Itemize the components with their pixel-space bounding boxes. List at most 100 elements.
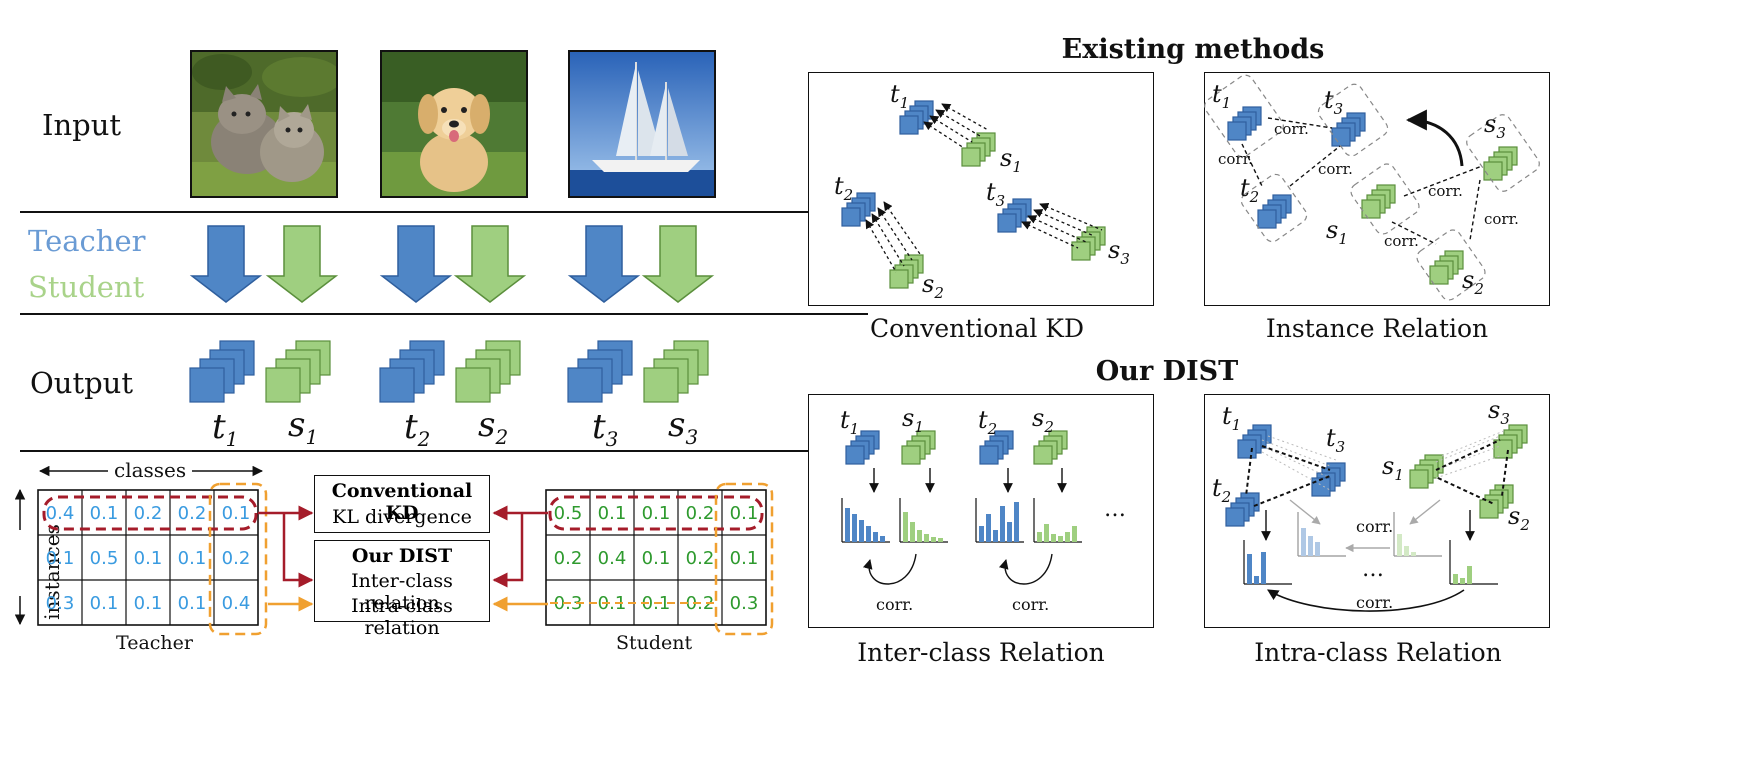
- instance-symbols: t1 t3 t2 s3 s1 s2: [1212, 80, 1506, 298]
- svg-text:s1: s1: [1000, 144, 1022, 176]
- our-dist-header: Our DIST: [1095, 356, 1239, 387]
- instance-corr-lines: [1241, 117, 1483, 245]
- matrix-cell: 0.2: [177, 503, 207, 524]
- histogram: [1033, 498, 1082, 543]
- matrix-cell: 0.2: [685, 548, 715, 569]
- matrix-cell: 0.3: [45, 593, 75, 614]
- output-symbols: t1 s1 t2 s2 t3 s3: [212, 405, 698, 451]
- svg-text:corr.: corr.: [1012, 595, 1049, 614]
- puppy-photo: [380, 50, 528, 198]
- teacher-output-stack: [189, 340, 255, 403]
- matrix-cell: 0.1: [597, 593, 627, 614]
- inter-symbols: t1 s1 t2 s2: [840, 404, 1054, 438]
- feature-stack: [1311, 462, 1346, 497]
- intra-dark-links: [1245, 439, 1509, 507]
- svg-text:s2: s2: [922, 270, 944, 302]
- dist-box-line2: Intra-class relation: [351, 595, 453, 639]
- divider-input: [20, 211, 868, 213]
- matrix-cell: 0.1: [45, 548, 75, 569]
- svg-text:corr.: corr.: [1218, 150, 1253, 168]
- our-dist-box: Our DIST Inter-class relation Intra-clas…: [314, 540, 490, 639]
- feature-stack: [841, 192, 876, 227]
- instance-group-outlines: [1204, 74, 1540, 301]
- histogram: [975, 498, 1024, 543]
- feature-stack: [1033, 430, 1068, 465]
- input-label: Input: [42, 108, 122, 142]
- s3-symbol: s3: [668, 405, 698, 449]
- svg-text:t3: t3: [986, 178, 1005, 210]
- teacher-row-highlight: [42, 495, 258, 531]
- kittens-photo: [190, 50, 338, 198]
- inter-corr-arrow-1: [863, 553, 917, 585]
- dist-box-title: Our DIST: [351, 545, 453, 567]
- svg-text:t2: t2: [978, 406, 997, 438]
- existing-methods-header: Existing methods: [1061, 34, 1325, 65]
- intra-ellipsis: …: [1362, 557, 1384, 582]
- histogram: [1393, 512, 1442, 557]
- student-row-highlight: [548, 495, 764, 531]
- svg-text:corr.: corr.: [876, 595, 913, 614]
- svg-text:t3: t3: [1326, 424, 1345, 456]
- intra-corr-labels: corr. corr.: [1356, 517, 1393, 612]
- instance-corr-labels: corr. corr. corr. corr. corr. corr.: [1218, 120, 1519, 250]
- conventional-kd-links: [865, 103, 1103, 273]
- intra-down-arrows: [1261, 510, 1475, 541]
- feature-stack: [961, 132, 996, 167]
- down-arrow: [567, 225, 641, 303]
- teacher-output-stack: [567, 340, 633, 403]
- matrix-cell: 0.1: [133, 593, 163, 614]
- histogram: [1449, 540, 1498, 585]
- matrix-cell: 0.5: [89, 548, 119, 569]
- teacher-student-arrows: [189, 225, 715, 303]
- svg-text:corr.: corr.: [1356, 517, 1393, 536]
- student-label: Student: [28, 270, 145, 304]
- matrix-cell: 0.1: [729, 503, 759, 524]
- svg-text:s2: s2: [1462, 266, 1484, 298]
- matrix-cell: 0.2: [133, 503, 163, 524]
- sailboat-photo: [568, 50, 716, 198]
- teacher-table-label: Teacher: [116, 632, 193, 654]
- matrix-cell: 0.2: [685, 503, 715, 524]
- feature-stack: [1479, 484, 1514, 519]
- student-output-stack: [455, 340, 521, 403]
- svg-text:t3: t3: [1324, 86, 1343, 118]
- divider-arrows: [20, 313, 868, 315]
- histogram: [1243, 540, 1292, 585]
- student-output-stack: [643, 340, 709, 403]
- conventional-kd-box: Conventional KD KL divergence: [314, 475, 490, 533]
- matrix-cell: 0.1: [89, 593, 119, 614]
- feature-stack: [1331, 112, 1366, 147]
- matrix-cell: 0.2: [553, 548, 583, 569]
- student-col-highlight: [714, 482, 774, 636]
- svg-text:s1: s1: [1326, 216, 1348, 248]
- matrix-cell: 0.4: [45, 503, 75, 524]
- down-arrow: [189, 225, 263, 303]
- svg-text:t1: t1: [890, 80, 909, 112]
- feature-stack: [1225, 492, 1260, 527]
- svg-text:corr.: corr.: [1428, 182, 1463, 200]
- down-arrow: [265, 225, 339, 303]
- feature-stack: [979, 430, 1014, 465]
- svg-text:t1: t1: [1222, 402, 1241, 434]
- inter-ellipsis: …: [1104, 497, 1126, 522]
- inter-down-arrows: [869, 468, 1067, 493]
- matrix-grid: [545, 489, 767, 626]
- intra-corr-arrow: [1267, 589, 1465, 612]
- feature-stack: [1257, 194, 1292, 229]
- student-output-stack: [265, 340, 331, 403]
- matrix-cell: 0.1: [641, 503, 671, 524]
- feature-stack: [997, 198, 1032, 233]
- down-arrow: [641, 225, 715, 303]
- svg-text:s3: s3: [1488, 396, 1510, 428]
- matrix-cell: 0.5: [553, 503, 583, 524]
- matrix-cell: 0.1: [133, 548, 163, 569]
- kd-box-subtitle: KL divergence: [332, 506, 472, 528]
- matrix-cell: 0.1: [177, 593, 207, 614]
- feature-stack: [889, 254, 924, 289]
- feature-stack: [1409, 454, 1444, 489]
- student-table-label: Student: [616, 632, 693, 654]
- panel-conventional-kd: [808, 72, 1154, 306]
- matrix-cell: 0.1: [177, 548, 207, 569]
- feature-stack: [901, 430, 936, 465]
- matrix-cell: 0.4: [221, 593, 251, 614]
